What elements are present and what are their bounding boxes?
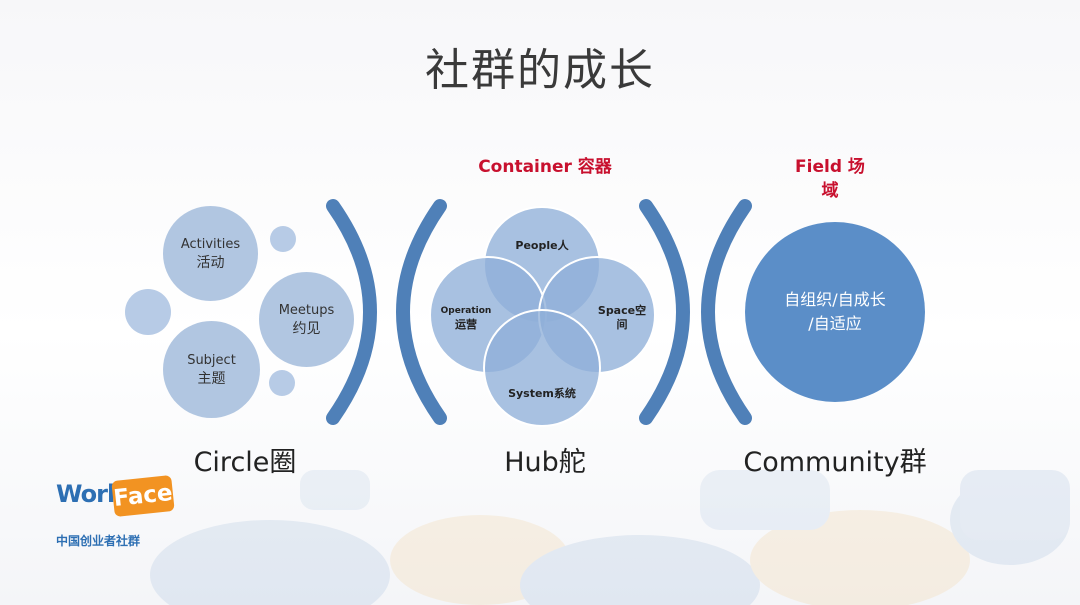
venn-operation-label: Operation 运营: [436, 304, 496, 332]
field-label-line2: 域: [821, 181, 839, 201]
small-bubble: [270, 226, 296, 252]
bracket-right-2: [639, 199, 690, 425]
community-circle: 自组织/自成长 /自适应: [745, 222, 925, 402]
field-label-line1: Field 场: [795, 157, 865, 177]
hub-stage-name: Hub舵: [504, 447, 586, 478]
venn-system-label: System系统: [508, 387, 576, 400]
bracket-left-2: [701, 199, 752, 425]
meetups-label-en: Meetups: [278, 302, 335, 318]
subject-label-zh: 主题: [197, 370, 226, 387]
venn-operation-en: Operation: [440, 306, 492, 316]
venn-system-circle: [483, 309, 601, 427]
venn-people-label: People人: [515, 239, 569, 252]
small-bubble: [125, 289, 171, 335]
subject-circle: Subject 主题: [163, 321, 260, 418]
activities-label-zh: 活动: [196, 254, 225, 271]
field-label: Field 场 域: [770, 155, 890, 203]
subject-label-en: Subject: [187, 352, 236, 368]
community-line1: 自组织/自成长: [784, 290, 886, 309]
venn-space-zh: 间: [616, 318, 628, 331]
circle-stage-name: Circle圈: [193, 447, 297, 478]
logo-subtitle: 中国创业者社群: [56, 534, 141, 548]
activities-label-en: Activities: [180, 236, 241, 252]
meetups-circle: Meetups 约见: [259, 272, 354, 367]
activities-circle: Activities 活动: [163, 206, 258, 301]
meetups-label-zh: 约见: [292, 320, 321, 337]
bracket-right-1: [326, 199, 377, 425]
venn-space-label: Space空 间: [592, 304, 652, 332]
logo-face-badge: Face: [111, 474, 175, 518]
bracket-left-1: [396, 199, 447, 425]
community-line2: /自适应: [808, 314, 862, 333]
venn-operation-zh: 运营: [455, 318, 477, 331]
small-bubble: [269, 370, 295, 396]
venn-space-en: Space空: [597, 304, 647, 317]
page-title: 社群的成长: [425, 45, 655, 96]
community-stage-name: Community群: [743, 447, 927, 478]
container-label: Container 容器: [478, 157, 612, 177]
